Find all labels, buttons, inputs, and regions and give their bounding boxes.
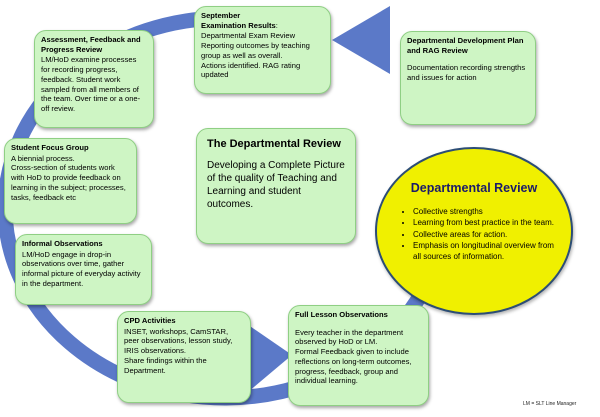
cpd-activities-title: CPD Activities — [124, 316, 176, 325]
departmental-review-centre-title: The Departmental Review — [207, 138, 341, 150]
informal-observations-body: LM/HoD engage in drop-in observations ov… — [22, 249, 141, 288]
bullet-item: Collective areas for action. — [413, 230, 563, 240]
full-lesson-observations-body: Every teacher in the department observed… — [295, 327, 412, 386]
student-focus-group-box: Student Focus Group A biennial process. … — [4, 138, 137, 224]
development-plan-box: Departmental Development Plan and RAG Re… — [400, 31, 536, 125]
departmental-review-centre-body: Developing a Complete Picture of the qua… — [207, 159, 345, 211]
full-lesson-observations-title: Full Lesson Observations — [295, 310, 388, 319]
bullet-item: Collective strengths — [413, 207, 563, 217]
arrowhead-top — [332, 6, 390, 74]
arrowhead-bottom — [244, 322, 292, 392]
departmental-review-circle-title: Departmental Review — [410, 181, 538, 195]
development-plan-body: Documentation recording strengths and is… — [407, 63, 526, 83]
student-focus-group-title: Student Focus Group — [11, 143, 89, 152]
september-exam-results-box: September Examination Results: Departmen… — [194, 6, 331, 94]
assessment-feedback-box: Assessment, Feedback and Progress Review… — [34, 30, 154, 128]
assessment-feedback-title: Assessment, Feedback and Progress Review — [41, 35, 141, 54]
september-exam-results-body: Departmental Exam Review Reporting outco… — [201, 31, 310, 80]
cpd-activities-body: INSET, workshops, CamSTAR, peer observat… — [124, 326, 233, 375]
cpd-activities-box: CPD Activities INSET, workshops, CamSTAR… — [117, 311, 251, 403]
september-exam-results-title: September Examination Results: — [201, 11, 278, 30]
student-focus-group-body: A biennial process. Cross-section of stu… — [11, 153, 126, 202]
bullet-item: Emphasis on longitudinal overview from a… — [413, 241, 563, 262]
departmental-review-circle: Departmental Review Collective strengths… — [375, 147, 573, 315]
bullet-item: Learning from best practice in the team. — [413, 218, 563, 228]
footnote: LM = SLT Line Manager — [523, 401, 577, 407]
informal-observations-title: Informal Observations — [22, 239, 103, 248]
departmental-review-bullets: Collective strengths Learning from best … — [401, 207, 563, 263]
departmental-review-centre-box: The Departmental Review Developing a Com… — [196, 128, 356, 244]
full-lesson-observations-box: Full Lesson Observations Every teacher i… — [288, 305, 429, 406]
assessment-feedback-body: LM/HoD examine processes for recording p… — [41, 55, 141, 114]
informal-observations-box: Informal Observations LM/HoD engage in d… — [15, 234, 152, 305]
development-plan-title: Departmental Development Plan and RAG Re… — [407, 36, 524, 55]
